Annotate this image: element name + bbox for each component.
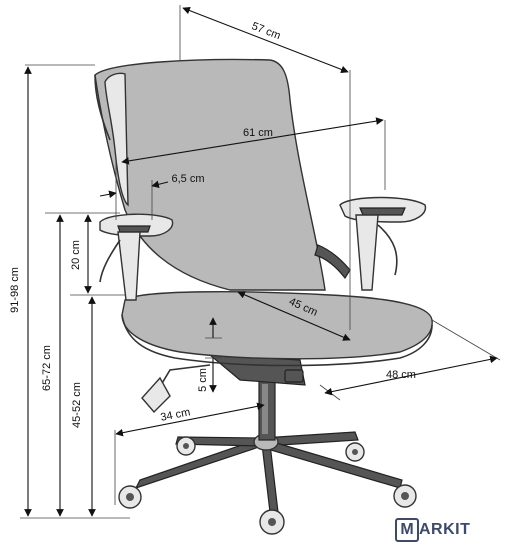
chair-seat: [121, 291, 433, 367]
chair-drawing: [94, 58, 433, 535]
dim-line-total-width: [121, 117, 384, 165]
label-seat-height: 45-52 cm: [71, 382, 83, 428]
label-total-width: 61 cm: [243, 127, 273, 139]
caster-wheel: [118, 485, 142, 509]
caster-wheel: [393, 484, 417, 508]
gas-lift: [258, 379, 276, 441]
brand-logo-text: ARKIT: [419, 521, 471, 538]
caster-wheel: [176, 436, 196, 456]
label-armrest-height: 65-72 cm: [41, 345, 53, 391]
dimension-labels: 57 cm 61 cm 6,5 cm 91-98 cm 65-72 cm 20 …: [9, 20, 416, 428]
label-armrest-to-seat: 20 cm: [70, 240, 82, 270]
dim-line-base-radius: [115, 402, 265, 437]
label-seat-thickness: 5 cm: [197, 368, 209, 392]
brand-logo-mark: M: [395, 518, 419, 542]
label-base-radius: 34 cm: [160, 406, 192, 423]
chair-base: [118, 431, 417, 535]
label-total-height: 91-98 cm: [9, 267, 21, 313]
caster-wheel: [345, 442, 365, 462]
label-total-depth: 57 cm: [250, 20, 282, 42]
label-seat-width: 48 cm: [386, 369, 416, 381]
label-backrest-thickness: 6,5 cm: [171, 173, 204, 185]
dim-line-total-depth: [182, 6, 349, 74]
caster-wheel: [259, 509, 285, 535]
dim-line-seat-width: [324, 355, 498, 396]
dimension-lines: [20, 5, 501, 519]
armrest-left: [99, 213, 174, 301]
armrest-right: [339, 196, 427, 291]
dim-line-seat-depth: [237, 291, 351, 341]
